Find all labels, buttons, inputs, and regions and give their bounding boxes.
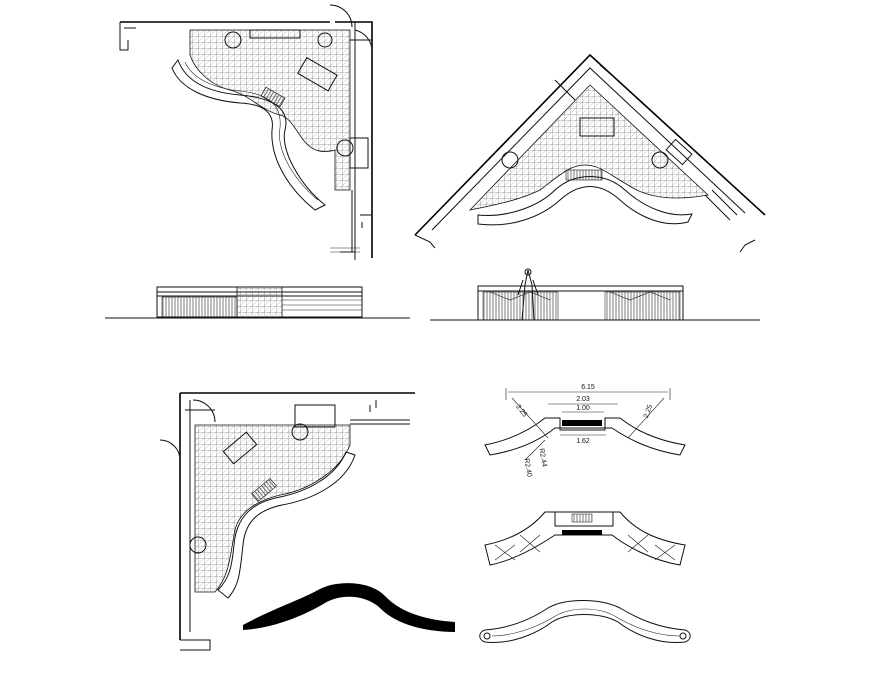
chair-icon (291, 423, 309, 441)
workstation-desk (222, 431, 258, 465)
plan-top-left-walls (120, 21, 373, 258)
dim-desk-width: 1.00 (576, 405, 590, 412)
curved-counter (171, 58, 326, 211)
floor-tile-area (194, 424, 351, 593)
chair-icon (336, 139, 354, 157)
chair-icon (224, 31, 242, 49)
floor-tile-area (189, 29, 351, 191)
curved-counter (217, 451, 356, 599)
human-figure (517, 269, 539, 321)
chair-icon (189, 536, 207, 554)
floor-tile-area (468, 84, 709, 211)
plan-top-left (119, 4, 373, 260)
dim-base-width: 1.62 (576, 438, 590, 445)
plan-bottom-left-walls (179, 392, 415, 640)
dim-radius-a: R2.44 (537, 448, 547, 468)
desk-plan-furnished (484, 511, 686, 566)
desk-profile-silhouette (243, 583, 455, 632)
dim-radius-b: R2.40 (522, 458, 532, 478)
workstation-desk (297, 57, 338, 92)
dim-right-side: 2.25 (643, 404, 654, 419)
chair-icon (651, 151, 669, 169)
dim-overall-width: 6.15 (581, 384, 595, 391)
plan-bottom-left (159, 392, 415, 651)
chair-icon (317, 32, 333, 48)
plan-top-right (414, 53, 766, 253)
dim-inner-width: 2.03 (576, 396, 590, 403)
door-swing-icon (329, 4, 353, 28)
plan-top-right-walls (414, 53, 766, 236)
desk-counter-bar (562, 420, 602, 426)
elevation-left (105, 286, 410, 319)
elevation-right (430, 268, 760, 321)
desk-outline-shape (479, 600, 691, 644)
curved-counter (477, 176, 693, 226)
chair-icon (501, 151, 519, 169)
dim-left-side: 2.25 (514, 404, 528, 419)
desk-plan-dimensioned: 6.15 2.03 1.00 1.62 2.25 2.25 R2.44 R2.4… (484, 384, 686, 478)
desk-outline (479, 600, 691, 644)
workstation-desk (579, 117, 615, 137)
door-swing-icon (192, 399, 216, 423)
